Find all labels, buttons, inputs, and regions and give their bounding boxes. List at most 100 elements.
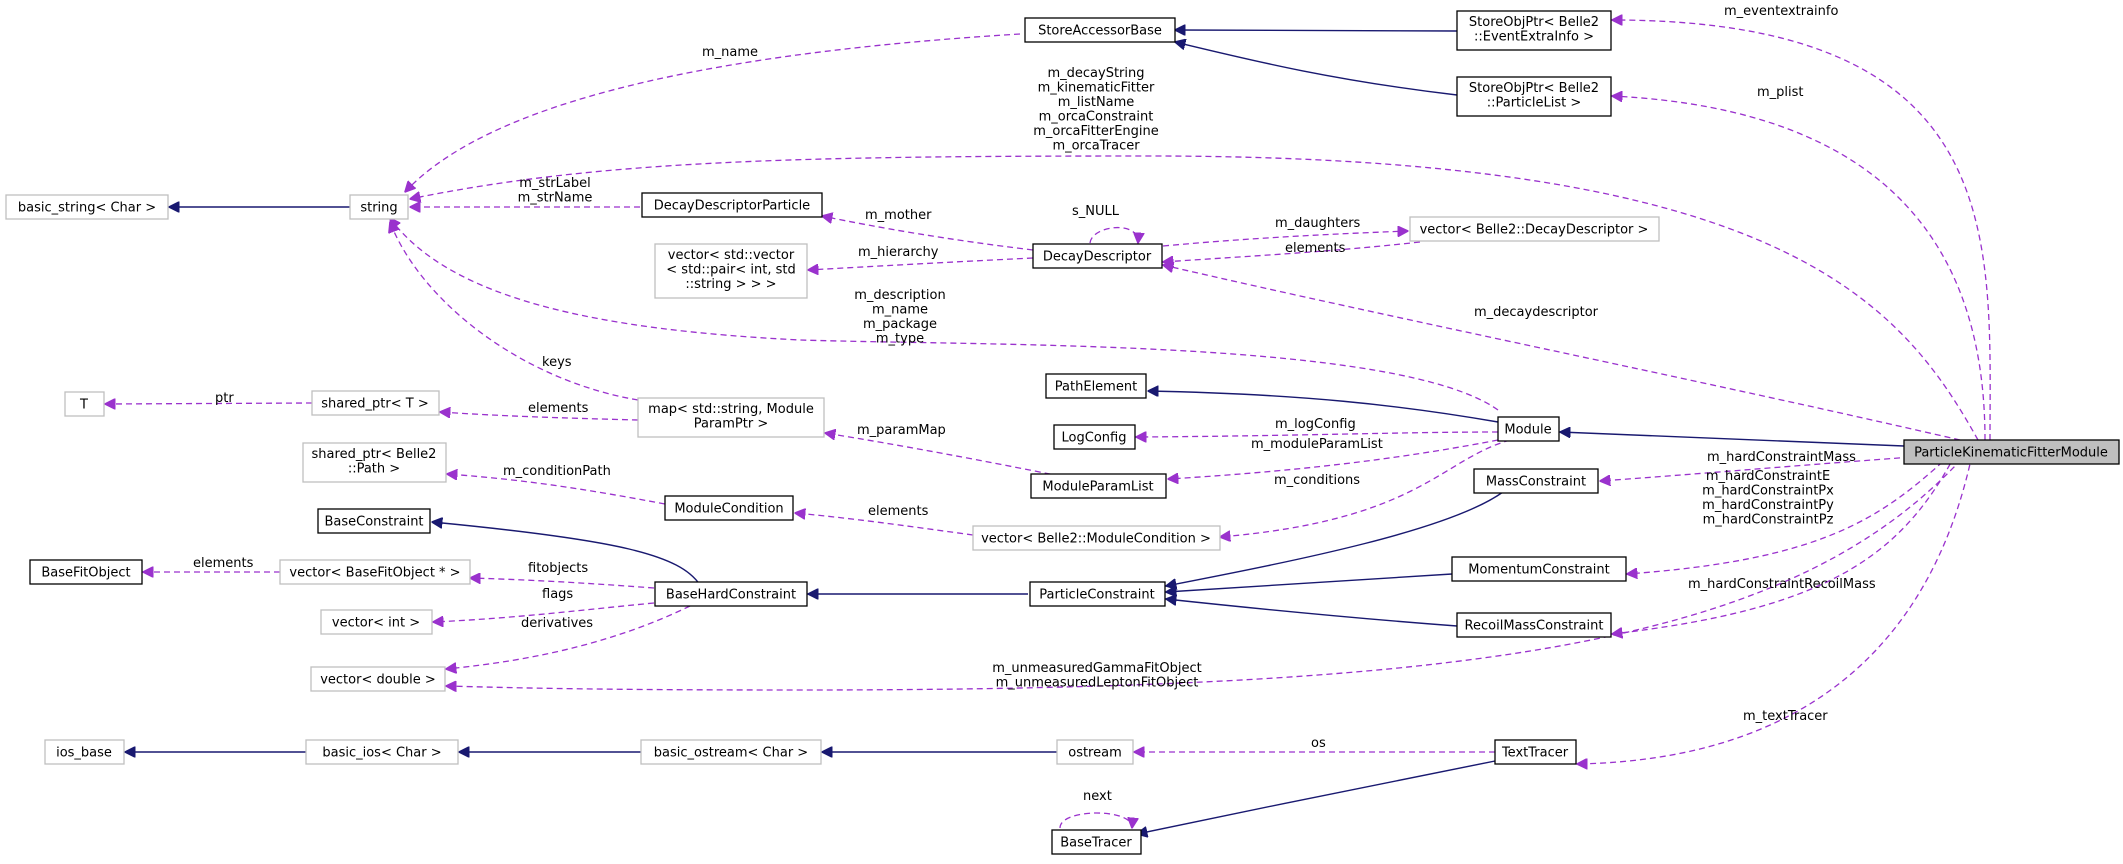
svg-text:ParticleKinematicFitterModule: ParticleKinematicFitterModule <box>1914 446 2108 461</box>
node-string[interactable]: string <box>349 194 409 220</box>
edge-storeaccessor-to-string <box>405 33 1021 192</box>
node-particle-kinematic-fitter-module[interactable]: ParticleKinematicFitterModule <box>1903 439 2120 465</box>
node-momentum-constraint[interactable]: MomentumConstraint <box>1451 556 1627 582</box>
edge-label-fitobjects: fitobjects <box>528 561 588 576</box>
node-base-tracer[interactable]: BaseTracer <box>1051 829 1142 855</box>
node-vector-double[interactable]: vector< double > <box>310 666 446 692</box>
node-vector-vector-pair[interactable]: vector< std::vector< std::pair< int, std… <box>654 243 808 299</box>
svg-text:shared_ptr< T >: shared_ptr< T > <box>321 397 428 412</box>
edge-decaydescriptor-self <box>1089 226 1138 243</box>
node-base-hard-constraint[interactable]: BaseHardConstraint <box>654 581 808 607</box>
svg-text:BaseHardConstraint: BaseHardConstraint <box>666 588 796 603</box>
svg-text:string: string <box>360 201 397 216</box>
label-line: m_strLabel <box>519 176 590 191</box>
svg-text:BaseTracer: BaseTracer <box>1060 836 1132 851</box>
node-path-element[interactable]: PathElement <box>1045 373 1147 399</box>
label-line: < std::pair< int, std <box>666 263 795 278</box>
node-storeobjptr-eventextrainfo[interactable]: StoreObjPtr< Belle2::EventExtraInfo > <box>1456 10 1612 51</box>
svg-text:Module: Module <box>1504 423 1551 438</box>
node-vector-int[interactable]: vector< int > <box>320 609 433 635</box>
node-store-accessor-base[interactable]: StoreAccessorBase <box>1024 17 1176 43</box>
svg-text:BaseConstraint: BaseConstraint <box>324 515 423 530</box>
edge-fitter-to-module <box>1560 432 1905 447</box>
node-basic-string-char[interactable]: basic_string< Char > <box>5 194 169 220</box>
edge-basehard-to-vectorint <box>433 602 655 622</box>
node-vector-modulecondition[interactable]: vector< Belle2::ModuleCondition > <box>972 525 1221 551</box>
edge-moduleparamlist-to-map <box>825 433 1081 481</box>
edge-module-to-moduleparamlist <box>1168 439 1499 479</box>
edge-basehard-to-baseconstraint <box>432 522 701 586</box>
edge-label-m-texttracer: m_textTracer <box>1743 709 1828 724</box>
node-base-fit-object[interactable]: BaseFitObject <box>29 559 143 585</box>
node-mass-constraint[interactable]: MassConstraint <box>1473 468 1599 494</box>
node-module-condition[interactable]: ModuleCondition <box>664 495 794 521</box>
node-recoil-mass-constraint[interactable]: RecoilMassConstraint <box>1456 612 1612 638</box>
node-shared-ptr-path[interactable]: shared_ptr< Belle2::Path > <box>302 442 447 483</box>
label-line: shared_ptr< Belle2 <box>312 447 437 462</box>
svg-text:vector< Belle2::DecayDescripto: vector< Belle2::DecayDescriptor > <box>1420 223 1649 238</box>
label-line: map< std::string, Module <box>648 402 814 417</box>
node-basic-ostream-char[interactable]: basic_ostream< Char > <box>640 739 822 765</box>
node-decay-descriptor[interactable]: DecayDescriptor <box>1032 243 1163 269</box>
edge-label-os: os <box>1311 736 1326 751</box>
node-ostream[interactable]: ostream <box>1056 739 1134 765</box>
svg-text:basic_ostream< Char >: basic_ostream< Char > <box>654 746 808 761</box>
edge-label-elements-decay: elements <box>1285 241 1346 256</box>
label-line: ::Path > <box>348 462 400 477</box>
node-module[interactable]: Module <box>1497 416 1560 442</box>
label-line: m_hardConstraintPx <box>1702 484 1834 499</box>
label-line: m_unmeasuredLeptonFitObject <box>996 676 1199 691</box>
node-vector-basefitobject[interactable]: vector< BaseFitObject * > <box>279 559 471 585</box>
edge-basehard-to-vectordouble <box>446 605 691 669</box>
edge-label-elements-fit: elements <box>193 556 254 571</box>
edge-label-m-moduleparamlist: m_moduleParamList <box>1251 437 1383 452</box>
edge-labels: m_eventextrainfo m_plist m_name m_decayS… <box>193 4 1876 804</box>
node-basic-ios-char[interactable]: basic_ios< Char > <box>305 739 459 765</box>
label-line: ::ParticleList > <box>1487 96 1582 111</box>
edge-eventextrainfo-to-storeaccessorbase <box>1175 30 1458 31</box>
edge-label-m-decaydescriptor: m_decaydescriptor <box>1474 305 1599 320</box>
node-vector-decaydescriptor[interactable]: vector< Belle2::DecayDescriptor > <box>1409 216 1660 242</box>
edge-map-to-sharedptr <box>440 412 639 421</box>
edge-decaydescriptor-to-ddp <box>822 216 1034 251</box>
edge-label-flags: flags <box>542 587 573 602</box>
edge-module-to-pathelement <box>1148 391 1499 423</box>
edge-modulecondition-to-sharedptrpath <box>447 474 666 505</box>
label-line: m_package <box>863 317 937 332</box>
node-particle-constraint[interactable]: ParticleConstraint <box>1029 581 1166 607</box>
edge-mass-to-particleconstraint <box>1166 491 1504 586</box>
edge-decaydescriptor-to-vectordd <box>1162 231 1408 247</box>
svg-text:basic_string< Char >: basic_string< Char > <box>18 201 156 216</box>
svg-text:ios_base: ios_base <box>56 746 112 761</box>
edge-vectormodulecondition-to-modulecondition <box>795 513 974 536</box>
svg-text:MassConstraint: MassConstraint <box>1486 475 1586 490</box>
node-base-constraint[interactable]: BaseConstraint <box>317 508 431 534</box>
label-line: vector< std::vector <box>668 248 795 263</box>
node-shared-ptr-t[interactable]: shared_ptr< T > <box>311 390 440 416</box>
label-line: StoreObjPtr< Belle2 <box>1469 15 1599 30</box>
node-log-config[interactable]: LogConfig <box>1053 424 1136 450</box>
svg-text:StoreObjPtr< Belle2::EventExtr: StoreObjPtr< Belle2::EventExtraInfo > <box>1469 15 1599 45</box>
node-text-tracer[interactable]: TextTracer <box>1494 739 1577 765</box>
edge-label-elements-cond: elements <box>868 504 929 519</box>
label-line: ::EventExtraInfo > <box>1474 30 1594 45</box>
edge-fitter-to-vectordouble <box>446 451 1969 690</box>
label-line: ParamPtr > <box>694 417 769 432</box>
node-module-param-list[interactable]: ModuleParamList <box>1030 473 1167 499</box>
label-line: m_orcaTracer <box>1052 139 1140 154</box>
svg-text:vector< std::vector< std::pair: vector< std::vector< std::pair< int, std… <box>666 248 795 292</box>
edge-label-elements-map: elements <box>528 401 589 416</box>
edge-particlelist-to-storeaccessorbase <box>1175 42 1458 96</box>
svg-text:T: T <box>79 398 88 413</box>
node-decay-descriptor-particle[interactable]: DecayDescriptorParticle <box>641 192 823 218</box>
svg-text:basic_ios< Char >: basic_ios< Char > <box>322 746 441 761</box>
node-ios-base[interactable]: ios_base <box>44 739 125 765</box>
edge-label-m-name: m_name <box>702 45 758 60</box>
node-storeobjptr-particlelist[interactable]: StoreObjPtr< Belle2::ParticleList > <box>1456 76 1612 117</box>
label-line: m_unmeasuredGammaFitObject <box>992 661 1202 676</box>
node-t[interactable]: T <box>64 391 105 417</box>
